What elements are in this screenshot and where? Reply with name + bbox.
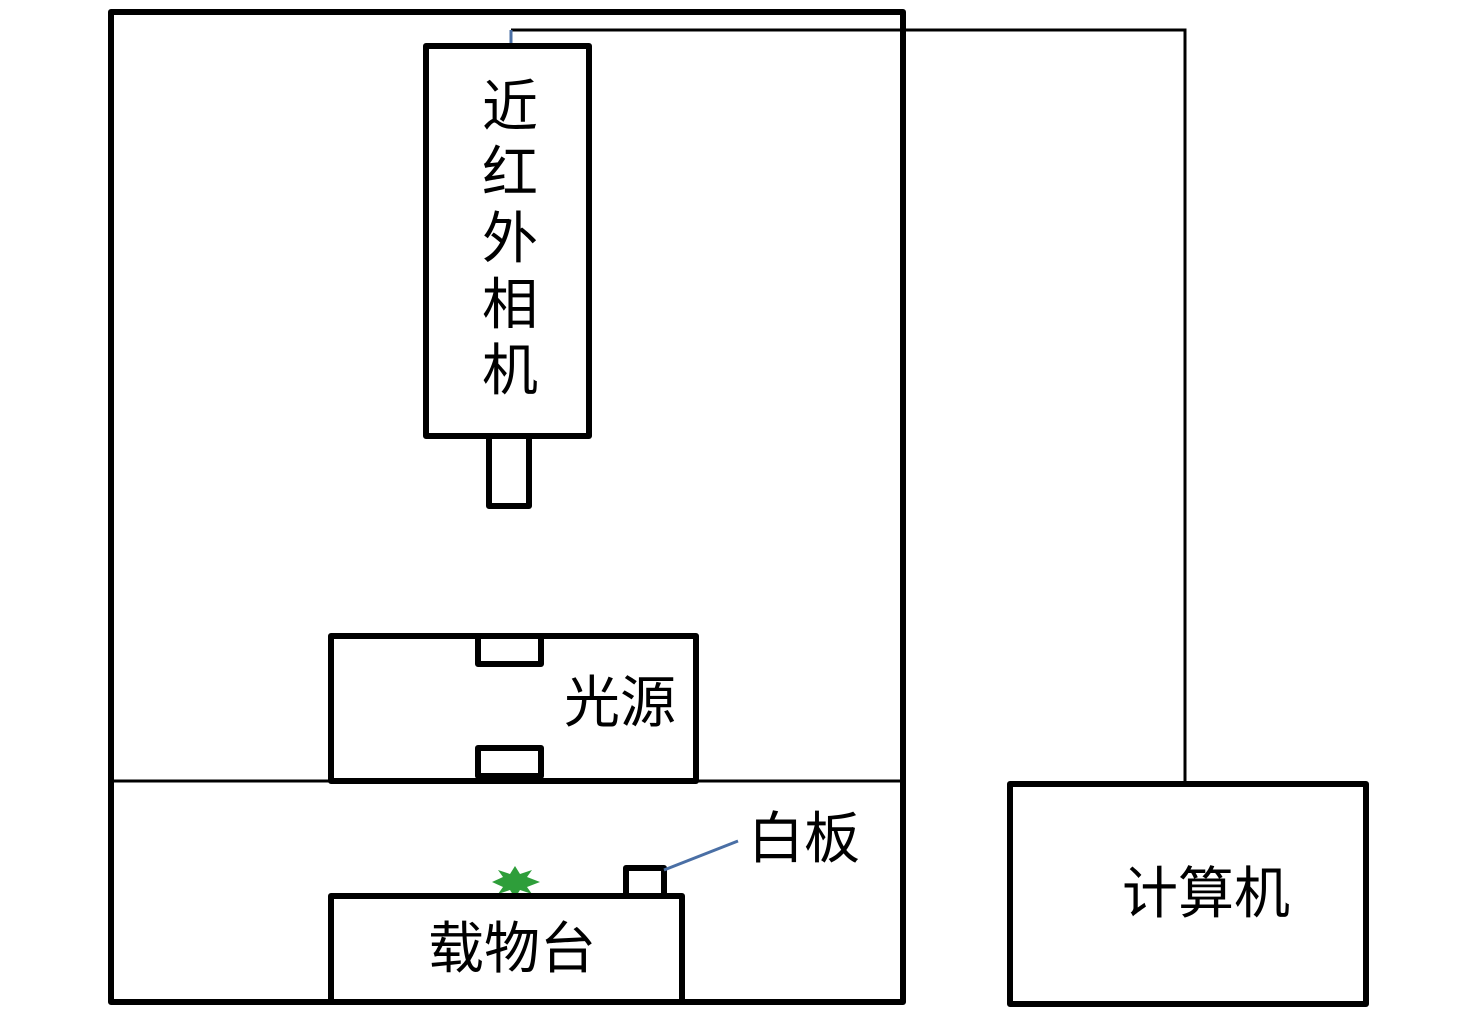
- camera-lens: [486, 433, 532, 509]
- computer-label: 计算机: [1122, 862, 1290, 927]
- white-board-leader: [663, 839, 739, 872]
- computer-body: [1007, 781, 1369, 1007]
- nir-camera: 近 红 外 相 机: [423, 43, 592, 509]
- white-board-label: 白板: [748, 807, 860, 872]
- stage: 载物台: [328, 893, 685, 1005]
- camera-computer-cable: [511, 28, 1187, 782]
- white-board: 白板: [623, 807, 860, 899]
- camera-label-3: 外: [482, 207, 538, 272]
- light-source-bottom-slot: [475, 745, 544, 779]
- camera-label-2: 红: [482, 141, 538, 206]
- computer: 计算机: [1007, 781, 1369, 1007]
- camera-label-5: 机: [482, 339, 538, 404]
- white-board-block: [623, 865, 667, 899]
- sample-icon: [492, 866, 540, 898]
- camera-label-4: 相: [482, 273, 538, 338]
- light-source-label: 光源: [564, 671, 676, 736]
- light-source-top-slot: [475, 633, 544, 667]
- stage-label: 载物台: [428, 917, 596, 982]
- camera-label-1: 近: [482, 75, 538, 140]
- stage-body: [328, 893, 685, 1005]
- light-source: 光源: [328, 633, 699, 784]
